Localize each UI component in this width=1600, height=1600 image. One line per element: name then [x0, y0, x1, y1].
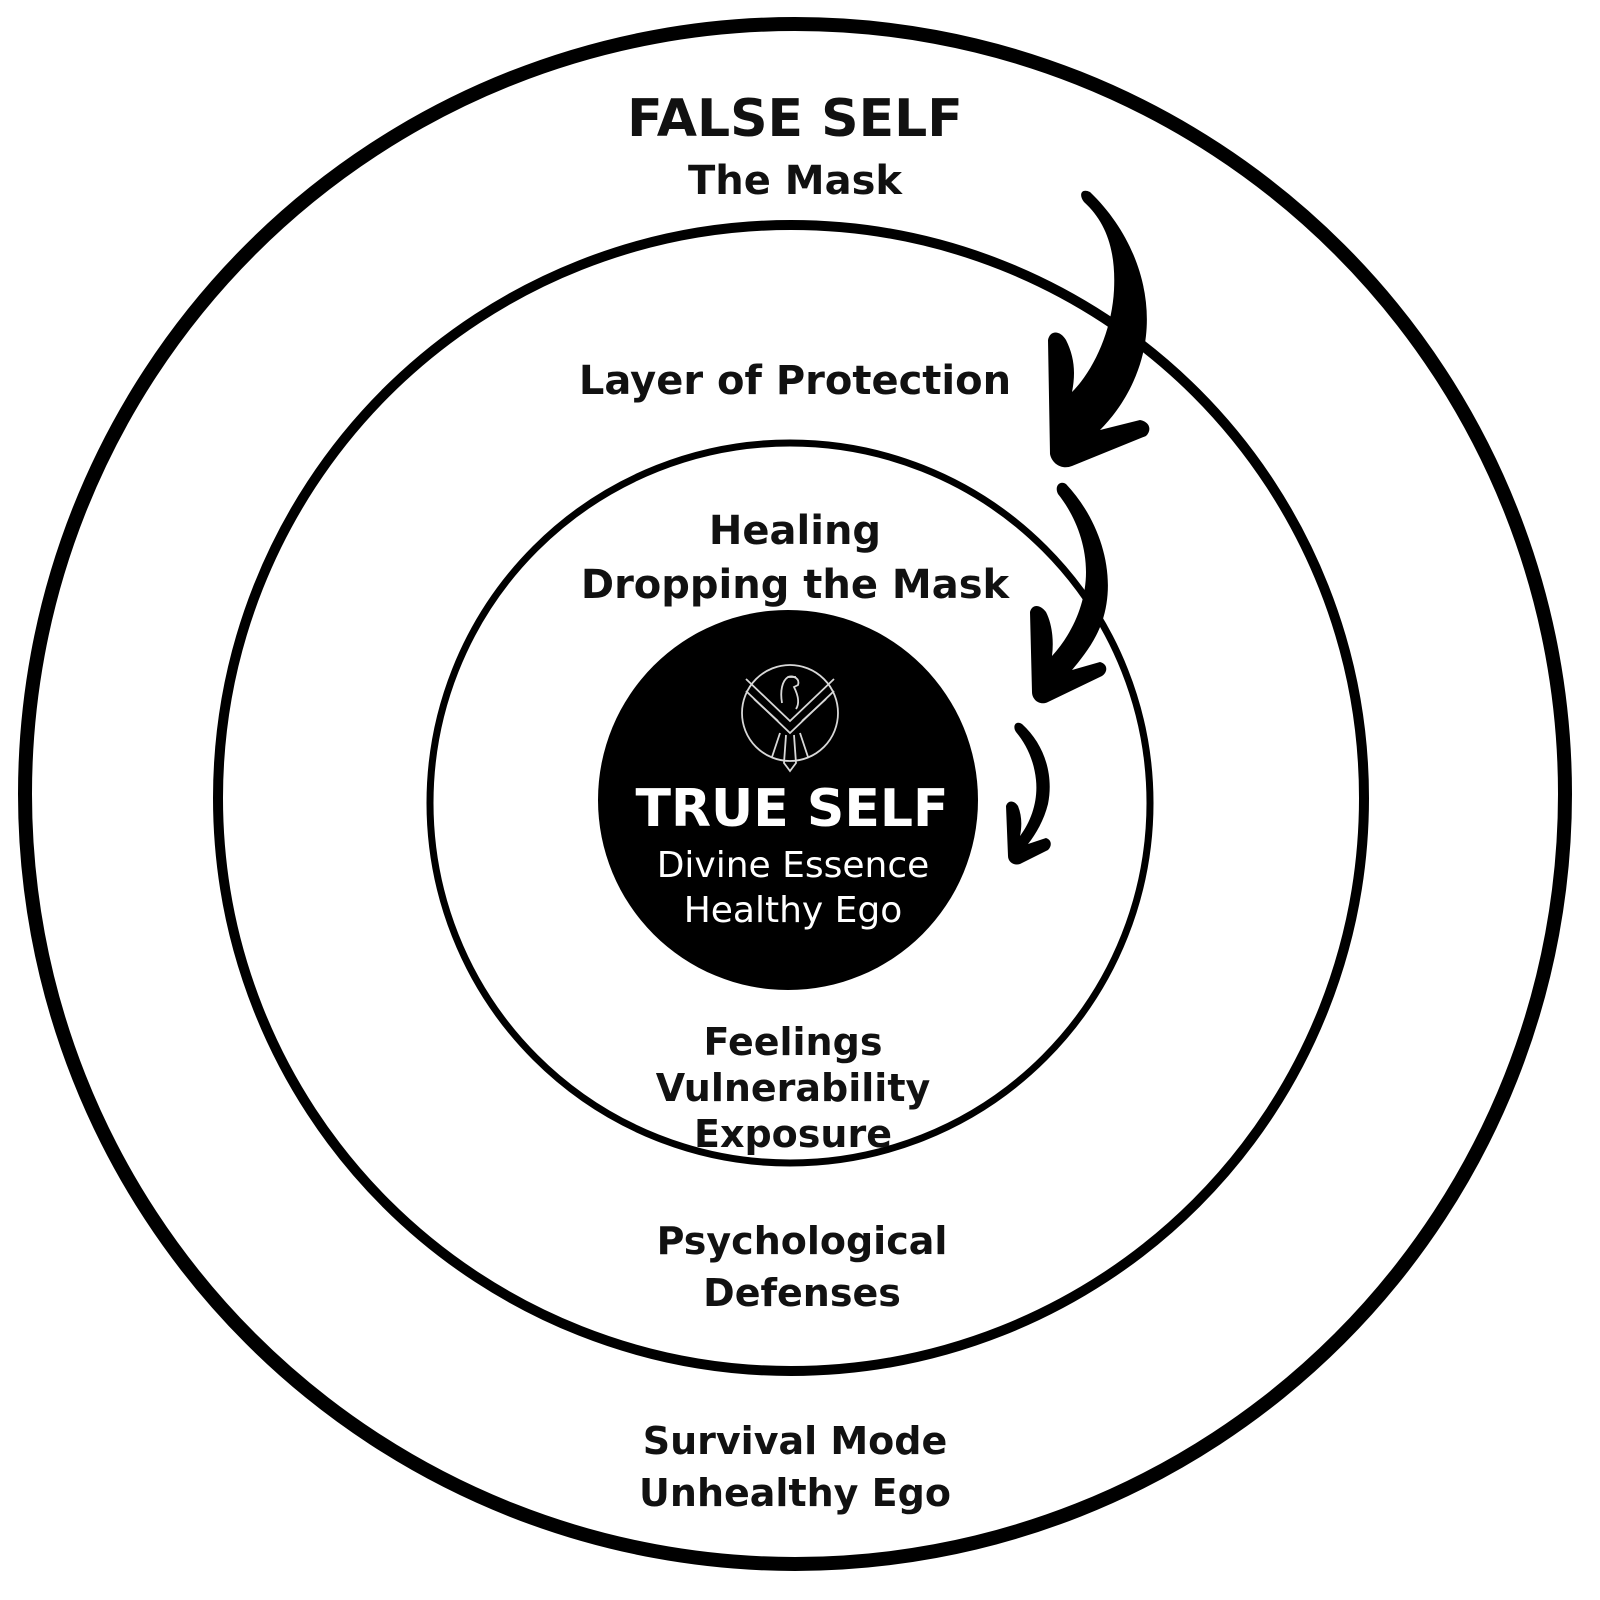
healing-label: Healing [709, 508, 881, 554]
vulnerability-label: Vulnerability [656, 1066, 931, 1110]
feelings-label: Feelings [704, 1020, 883, 1064]
false-self-subtitle: The Mask [688, 158, 903, 204]
arrow-inner-to-core [1006, 722, 1051, 865]
arrow-middle-to-inner [1030, 482, 1108, 704]
exposure-label: Exposure [694, 1112, 892, 1156]
arrow-outer-to-middle [1048, 190, 1150, 468]
outer-ring [18, 17, 1572, 1571]
false-self-title: FALSE SELF [627, 89, 963, 149]
defenses-label: Defenses [703, 1271, 901, 1315]
eagle-emblem-icon [741, 664, 839, 773]
survival-mode-label: Survival Mode [643, 1419, 948, 1463]
psychological-label: Psychological [657, 1219, 948, 1263]
healthy-ego-label: Healthy Ego [684, 890, 903, 931]
true-self-title: TRUE SELF [636, 779, 949, 839]
middle-ring [213, 220, 1369, 1376]
curved-arrow-icon [1030, 482, 1108, 704]
unhealthy-ego-label: Unhealthy Ego [639, 1471, 951, 1515]
divine-essence-label: Divine Essence [657, 845, 930, 886]
curved-arrow-icon [1006, 722, 1051, 865]
true-self-core [598, 610, 978, 990]
dropping-mask-label: Dropping the Mask [581, 562, 1011, 608]
inner-ring [426, 439, 1154, 1167]
curved-arrow-icon [1048, 190, 1150, 468]
layer-of-protection-label: Layer of Protection [579, 358, 1011, 404]
